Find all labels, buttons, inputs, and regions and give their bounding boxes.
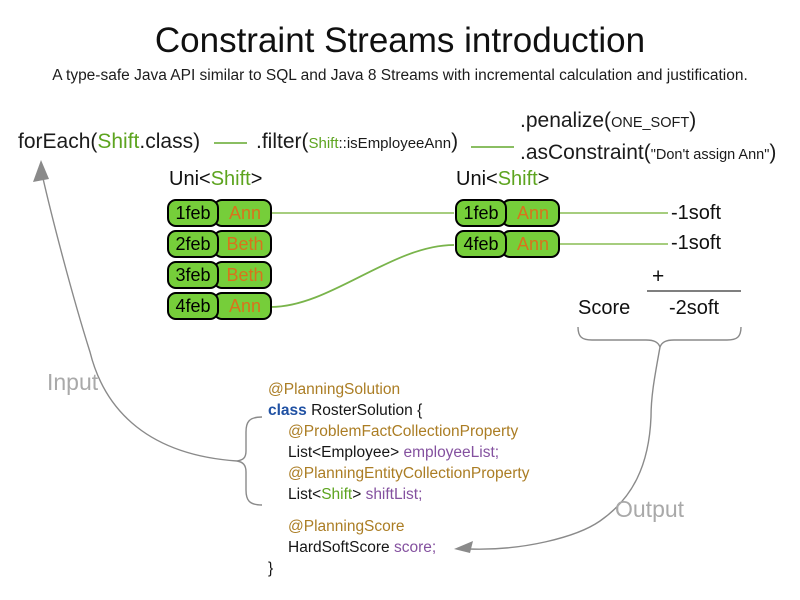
filter-pre: .filter( xyxy=(256,130,309,153)
code-employee-list-var: employeeList; xyxy=(403,444,500,461)
right-stream-type-label: Uni<Shift> xyxy=(456,168,549,191)
asconstraint-arg: "Don't assign Ann" xyxy=(650,147,770,163)
filter-post: ) xyxy=(451,130,459,153)
shift-employee-cell: Ann xyxy=(213,292,272,320)
shift-date-cell: 1feb xyxy=(455,199,507,227)
shift-employee-cell: Beth xyxy=(213,230,272,258)
shift-row: 1feb Ann xyxy=(167,199,272,227)
code-annotation-planning-solution: @PlanningSolution xyxy=(268,381,401,398)
foreach-pre: forEach( xyxy=(18,130,98,153)
filter-type: Shift xyxy=(308,135,339,152)
score-label: Score xyxy=(578,297,631,319)
foreach-post: .class) xyxy=(139,130,201,153)
asconstraint-pre: .asConstraint( xyxy=(520,141,651,164)
plus-sign: + xyxy=(652,265,665,288)
filtered-stream-table: 1feb Ann 4feb Ann xyxy=(455,199,560,258)
filter-method: ::isEmployeeAnn xyxy=(338,135,452,152)
shift-date-cell: 4feb xyxy=(455,230,507,258)
uni-type: Shift xyxy=(497,168,538,190)
input-arrowhead-icon xyxy=(33,160,49,182)
penalize-call: .penalize(ONE_SOFT) xyxy=(520,106,776,138)
page-subtitle: A type-safe Java API similar to SQL and … xyxy=(52,67,748,84)
uni-pre: Uni< xyxy=(169,168,211,190)
shift-date-cell: 4feb xyxy=(167,292,219,320)
shift-row: 3feb Beth xyxy=(167,261,272,289)
uni-post: > xyxy=(537,168,550,190)
shift-employee-cell: Ann xyxy=(501,199,560,227)
code-class-keyword: class xyxy=(268,402,307,419)
shift-date-cell: 3feb xyxy=(167,261,219,289)
input-stream-table: 1feb Ann 2feb Beth 3feb Beth 4feb Ann xyxy=(167,199,272,320)
code-shift-list-pre: List< xyxy=(288,486,322,503)
shift-date-cell: 2feb xyxy=(167,230,219,258)
code-employee-list-field: List<Employee> employeeList; xyxy=(268,442,529,463)
asconstraint-call: .asConstraint("Don't assign Ann") xyxy=(520,138,776,170)
shift-row: 1feb Ann xyxy=(455,199,560,227)
foreach-call: forEach(Shift.class) xyxy=(18,130,200,154)
code-class-name: RosterSolution { xyxy=(306,402,423,419)
code-annotation-planning-score: @PlanningScore xyxy=(288,518,405,535)
uni-type: Shift xyxy=(210,168,251,190)
left-stream-type-label: Uni<Shift> xyxy=(169,168,262,191)
penalize-arg: ONE_SOFT xyxy=(611,115,690,131)
page-title: Constraint Streams introduction xyxy=(154,21,646,60)
shift-employee-cell: Ann xyxy=(213,199,272,227)
penalize-post: ) xyxy=(689,109,697,132)
code-score-field-type: HardSoftScore xyxy=(288,539,394,556)
shift-row: 2feb Beth xyxy=(167,230,272,258)
input-label: Input xyxy=(47,369,99,395)
code-shift-list-type: Shift xyxy=(321,486,353,503)
code-employee-list-type: List<Employee> xyxy=(288,444,404,461)
code-input-brace xyxy=(236,416,263,506)
shift-row: 4feb Ann xyxy=(167,292,272,320)
stream-connector-4feb xyxy=(270,244,455,308)
code-shift-list-field: List<Shift> shiftList; xyxy=(268,484,529,505)
shift-employee-cell: Beth xyxy=(213,261,272,289)
output-label: Output xyxy=(615,496,685,522)
shift-row: 4feb Ann xyxy=(455,230,560,258)
asconstraint-post: ) xyxy=(769,141,777,164)
shift-date-cell: 1feb xyxy=(167,199,219,227)
code-score-field-var: score; xyxy=(393,539,437,556)
foreach-type: Shift xyxy=(97,130,140,153)
penalize-block: .penalize(ONE_SOFT) .asConstraint("Don't… xyxy=(520,106,776,170)
uni-post: > xyxy=(250,168,263,190)
roster-solution-code: @PlanningSolution class RosterSolution {… xyxy=(268,379,529,579)
penalty-value-2: -1soft xyxy=(671,232,722,254)
score-total: -2soft xyxy=(669,297,720,319)
code-closing-brace: } xyxy=(268,560,274,577)
penalize-pre: .penalize( xyxy=(520,109,612,132)
code-annotation-planning-entity: @PlanningEntityCollectionProperty xyxy=(288,465,530,482)
filter-call: .filter(Shift::isEmployeeAnn) xyxy=(256,130,458,154)
code-class-declaration: class RosterSolution { xyxy=(268,400,529,421)
uni-pre: Uni< xyxy=(456,168,498,190)
code-annotation-problem-fact: @ProblemFactCollectionProperty xyxy=(288,423,519,440)
score-underbrace xyxy=(577,326,742,349)
shift-employee-cell: Ann xyxy=(501,230,560,258)
code-score-field: HardSoftScore score; xyxy=(268,537,529,558)
code-shift-list-mid: > xyxy=(352,486,366,503)
code-shift-list-var: shiftList; xyxy=(365,486,423,503)
penalty-value-1: -1soft xyxy=(671,202,722,224)
